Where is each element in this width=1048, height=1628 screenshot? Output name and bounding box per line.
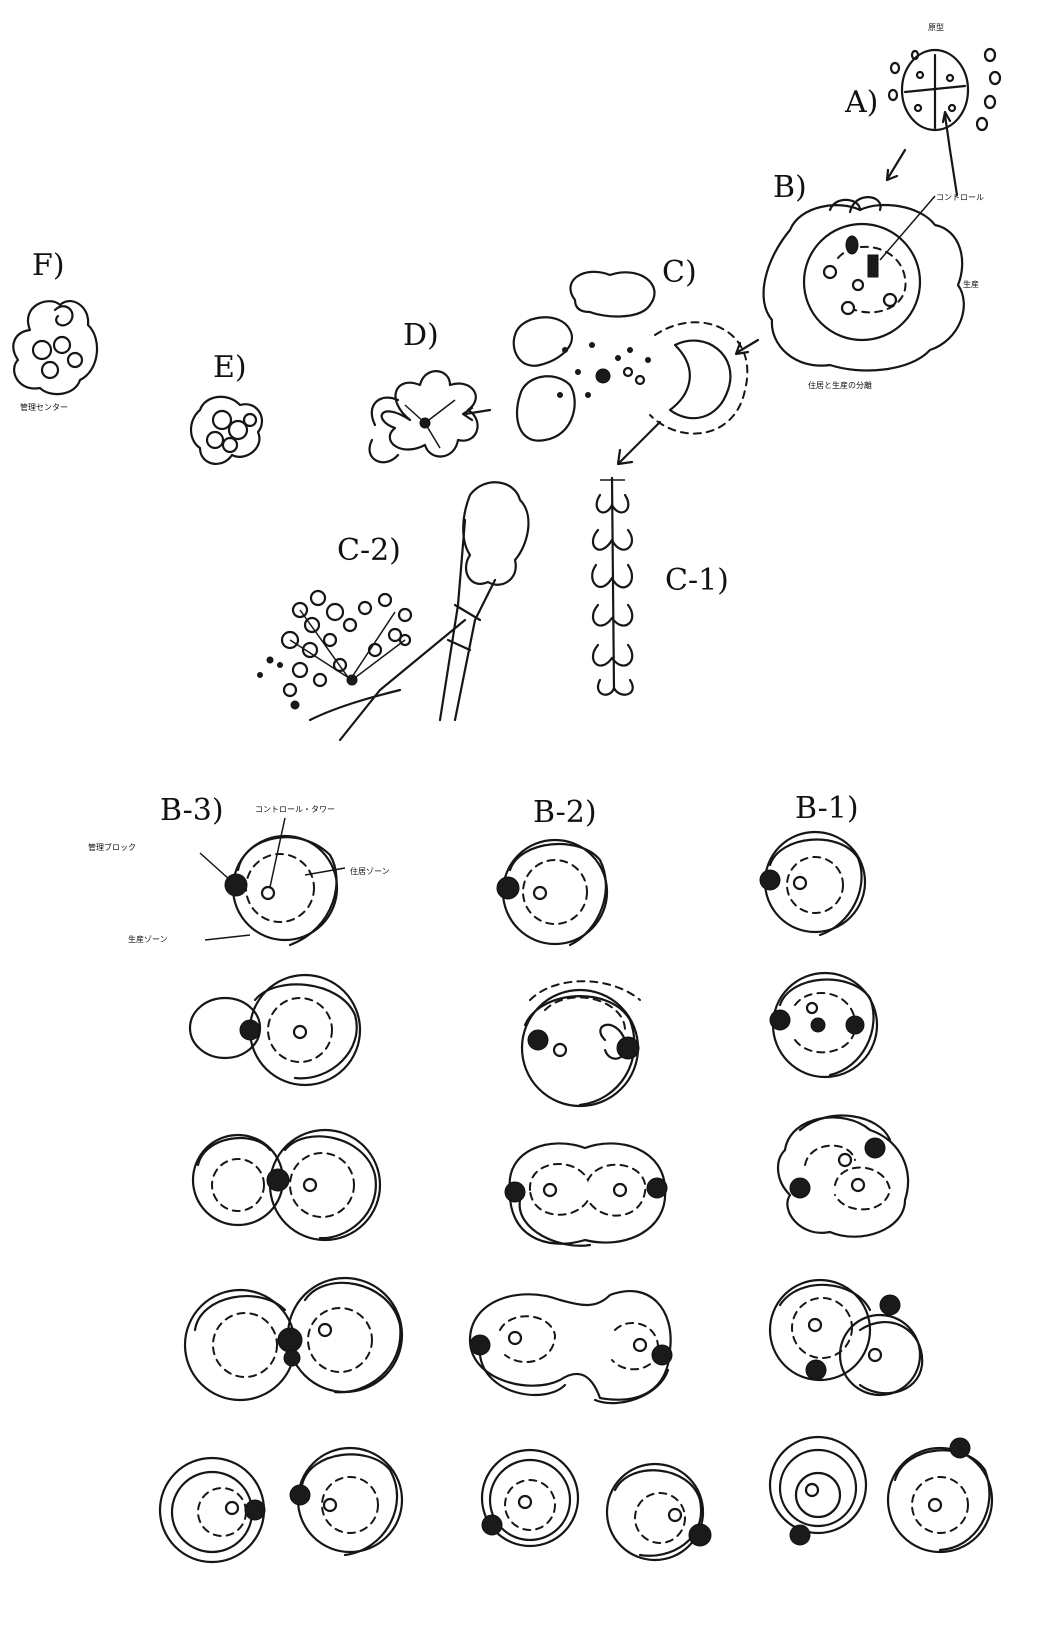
annotation-b-caption: 住居と生産の分離 [808, 380, 872, 390]
label-c2: C-2) [337, 533, 401, 568]
diagram-e [191, 397, 262, 464]
b1-row-4 [770, 1280, 922, 1395]
label-b3: B-3) [160, 793, 224, 828]
label-d: D) [403, 318, 439, 353]
label-b: B) [773, 170, 807, 205]
diagram-b [764, 196, 964, 370]
annotation-f-caption: 管理センター [20, 402, 68, 412]
annotation-b-side: 生産 [963, 279, 979, 289]
annotation-b3-living-zone: 住居ゾーン [350, 866, 390, 876]
b1-row-3 [778, 1116, 908, 1237]
b1-row-1 [760, 832, 865, 935]
annotation-a-top: 原型 [928, 23, 944, 32]
label-b1: B-1) [795, 791, 859, 826]
diagram-f [13, 301, 97, 394]
label-a: A) [844, 85, 878, 120]
b3-row-2 [190, 975, 360, 1085]
diagram-c2 [258, 482, 529, 740]
b3-row-1 [200, 818, 345, 945]
b1-row-2 [770, 973, 877, 1077]
b2-row-2 [522, 981, 640, 1106]
label-f: F) [32, 248, 65, 283]
label-c: C) [662, 255, 697, 290]
annotation-b-control: コントロール [936, 193, 984, 202]
b1-row-5 [770, 1437, 992, 1552]
b2-row-4 [470, 1291, 672, 1403]
annotation-b3-management-block: 管理ブロック [88, 842, 136, 852]
diagram-d [370, 371, 478, 462]
diagram-b3 [160, 818, 402, 1562]
b3-row-3 [193, 1130, 380, 1240]
diagram-c [463, 272, 758, 464]
b3-row-5 [160, 1448, 402, 1562]
diagram-b1 [760, 832, 992, 1552]
diagram-c1 [592, 478, 633, 695]
diagram-b2 [470, 840, 711, 1560]
label-e: E) [213, 350, 247, 385]
diagram-a [887, 49, 1000, 195]
b2-row-1 [497, 840, 607, 945]
b2-row-3 [505, 1143, 667, 1245]
b3-row-4 [185, 1278, 402, 1400]
label-c1: C-1) [665, 563, 729, 598]
annotation-b3-production-zone: 生産ゾーン [128, 934, 168, 944]
label-b2: B-2) [533, 795, 597, 830]
b2-row-5 [482, 1450, 711, 1560]
annotation-b3-control-tower: コントロール・タワー [255, 805, 335, 814]
